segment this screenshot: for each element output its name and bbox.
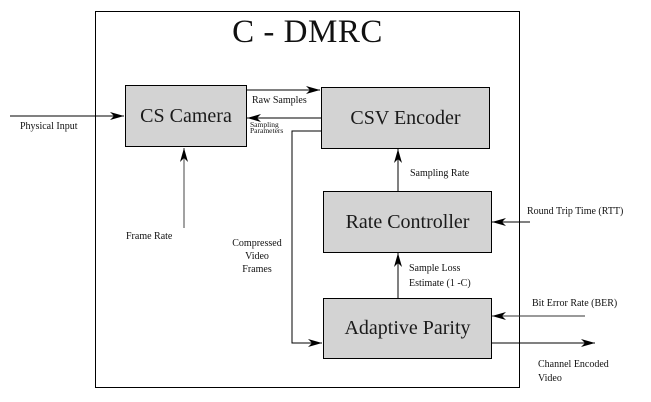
diagram-title: C - DMRC bbox=[232, 14, 383, 50]
label-bit-error-rate: Bit Error Rate (BER) bbox=[532, 298, 618, 309]
block-rate-controller-label: Rate Controller bbox=[345, 210, 470, 233]
block-cs-camera-label: CS Camera bbox=[140, 104, 232, 127]
arrow-compressed-video-frames bbox=[291, 130, 322, 347]
block-adaptive-parity-label: Adaptive Parity bbox=[344, 317, 471, 339]
label-sampling-parameters-1: Sampling bbox=[250, 120, 279, 129]
label-sampling-rate: Sampling Rate bbox=[410, 168, 470, 179]
label-raw-samples: Raw Samples bbox=[252, 95, 307, 106]
label-channel-encoded-2: Video bbox=[538, 373, 562, 384]
block-csv-encoder: CSV Encoder bbox=[321, 87, 490, 149]
block-adaptive-parity: Adaptive Parity bbox=[323, 298, 492, 359]
label-sample-loss-1: Sample Loss bbox=[409, 263, 461, 274]
label-compressed-video-frames-2: Video bbox=[245, 251, 269, 262]
label-channel-encoded-1: Channel Encoded bbox=[538, 359, 609, 370]
label-sample-loss-2: Estimate (1 -C) bbox=[409, 278, 471, 289]
label-sampling-parameters-2: Parameters bbox=[250, 126, 284, 135]
block-cs-camera: CS Camera bbox=[125, 85, 247, 147]
label-frame-rate: Frame Rate bbox=[126, 231, 173, 242]
label-compressed-video-frames-3: Frames bbox=[242, 264, 272, 275]
label-round-trip-time: Round Trip Time (RTT) bbox=[527, 206, 624, 217]
block-rate-controller: Rate Controller bbox=[323, 191, 492, 253]
label-compressed-video-frames-1: Compressed bbox=[232, 238, 282, 249]
label-physical-input: Physical Input bbox=[20, 121, 78, 132]
block-csv-encoder-label: CSV Encoder bbox=[350, 106, 461, 129]
c-dmrc-system-frame bbox=[95, 11, 520, 388]
